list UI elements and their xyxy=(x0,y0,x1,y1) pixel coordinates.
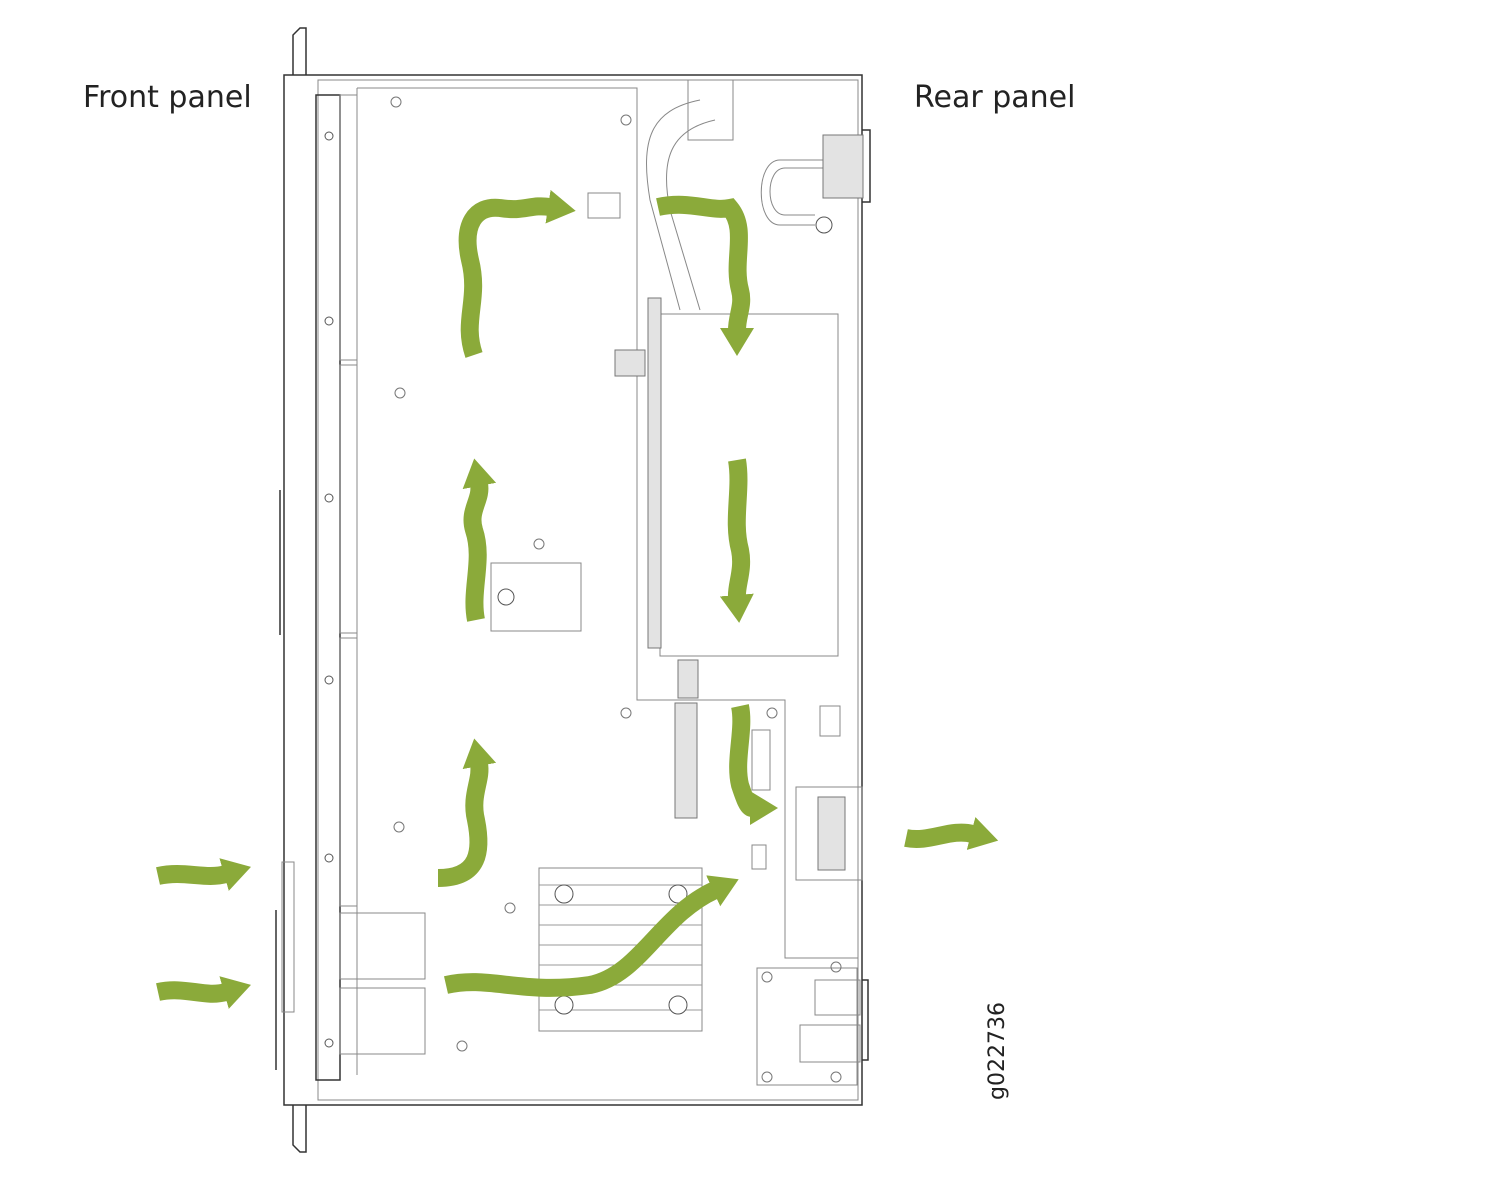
chassis-outline xyxy=(275,27,871,1153)
power-supply xyxy=(614,297,839,819)
airflow-arrow-psu-down xyxy=(719,458,754,623)
power-cable xyxy=(646,79,864,311)
heatsink xyxy=(538,867,703,1032)
airflow-arrow-top-right xyxy=(458,189,576,358)
fan-module xyxy=(795,705,863,881)
airflow-arrow-intake-top xyxy=(156,858,252,891)
front-vent xyxy=(281,861,295,1013)
connector-block xyxy=(490,192,771,870)
rear-ports xyxy=(756,967,861,1086)
airflow-arrow-middle-up xyxy=(462,458,497,622)
screws xyxy=(390,96,842,1083)
sfp-cages xyxy=(339,912,426,1055)
front-panel-bezel xyxy=(315,94,358,1081)
airflow-arrows xyxy=(156,189,999,1009)
main-board xyxy=(356,87,858,1075)
airflow-arrow-heatsink xyxy=(444,875,739,997)
rear-panel-label: Rear panel xyxy=(914,80,1076,115)
airflow-arrow-to-fan xyxy=(729,704,778,825)
airflow-arrow-exhaust xyxy=(904,817,999,850)
airflow-arrow-intake-bottom xyxy=(156,976,252,1009)
airflow-arrow-bottom-up xyxy=(437,738,497,887)
airflow-arrow-psu-in xyxy=(656,195,755,356)
front-panel-label: Front panel xyxy=(83,80,252,115)
